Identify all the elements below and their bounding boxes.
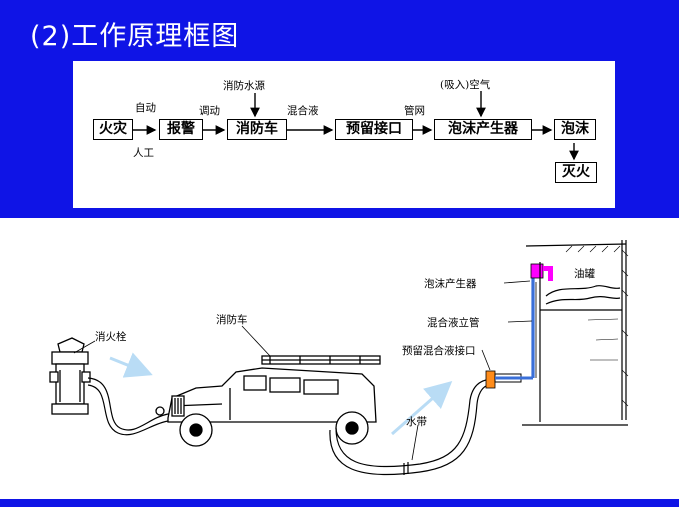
tank-hatching [565, 245, 629, 407]
pointer-generator [503, 280, 531, 284]
node-fire-truck: 消防车 [227, 119, 287, 140]
slide-title: (2)工作原理框图 [30, 21, 240, 52]
foam-generator-unit [530, 263, 544, 279]
node-foam-generator: 泡沫产生器 [434, 119, 532, 140]
reserved-inlet-fitting [485, 370, 496, 389]
fire-hydrant [49, 337, 91, 415]
pointer-hose [411, 424, 419, 461]
flow-diagram-panel: 火灾 报警 消防车 预留接口 泡沫产生器 泡沫 灭火 自动 人工 调动 消防水源… [73, 61, 615, 208]
label-mixture: 混合液 [287, 105, 319, 117]
supply-hose [335, 379, 487, 468]
caption-fire-truck: 消防车 [216, 314, 248, 326]
node-fire: 火灾 [93, 119, 133, 140]
pointer-hydrant [73, 340, 96, 354]
caption-oil-tank: 油罐 [574, 268, 595, 280]
fire-truck [155, 355, 381, 447]
node-alarm: 报警 [159, 119, 203, 140]
label-auto: 自动 [135, 102, 156, 114]
flow-arrow-inlet [391, 381, 453, 436]
caption-riser: 混合液立管 [427, 317, 480, 329]
pointer-riser [507, 320, 533, 323]
node-foam: 泡沫 [554, 119, 596, 140]
label-dispatch: 调动 [199, 105, 220, 117]
node-reserved-inlet: 预留接口 [335, 119, 413, 140]
flow-connectors [133, 91, 579, 161]
caption-hose: 水带 [406, 416, 427, 428]
label-water-source: 消防水源 [223, 80, 265, 92]
caption-hydrant: 消火栓 [95, 331, 127, 343]
label-manual: 人工 [133, 147, 154, 159]
bottom-band [0, 499, 679, 507]
pointer-inlet [481, 349, 491, 371]
pointer-truck [241, 325, 271, 357]
caption-reserved-inlet: 预留混合液接口 [402, 345, 476, 357]
label-air-intake: (吸入)空气 [440, 79, 491, 91]
flow-arrow-hydrant [109, 352, 153, 378]
caption-foam-generator: 泡沫产生器 [424, 278, 477, 290]
label-pipe-network: 管网 [404, 105, 425, 117]
title-band: (2)工作原理框图 火灾 报警 消防车 预留接口 泡沫产生器 泡沫 灭火 自动 … [0, 0, 679, 218]
node-extinguish: 灭火 [555, 162, 597, 183]
